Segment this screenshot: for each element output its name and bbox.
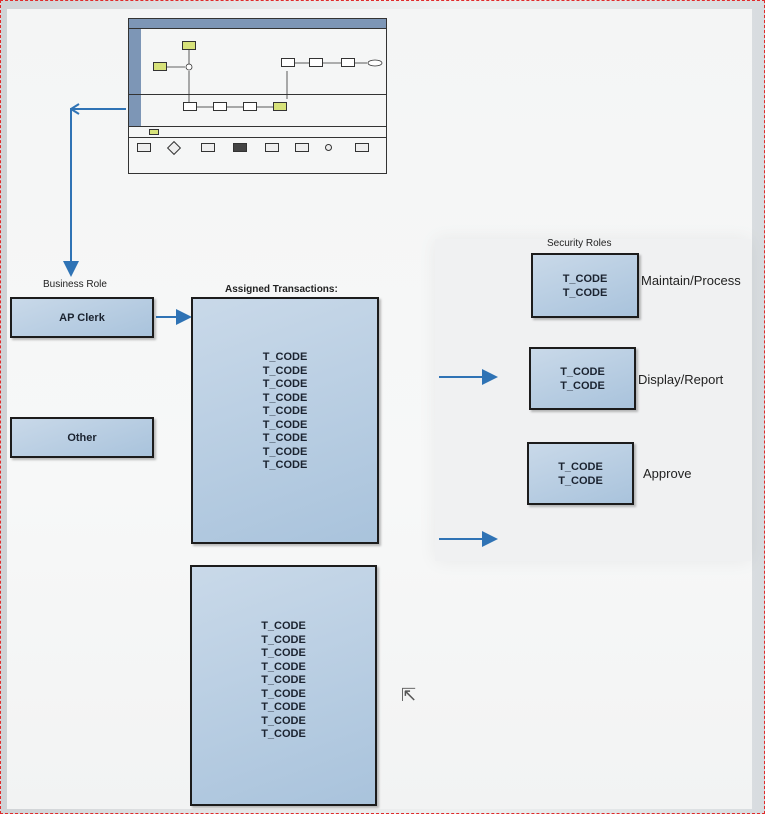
thumbnail-node	[182, 41, 196, 50]
thumbnail-node	[213, 102, 227, 111]
thumbnail-legend-divider	[129, 137, 386, 138]
business-role-heading: Business Role	[43, 279, 107, 290]
process-flow-thumbnail[interactable]	[128, 18, 387, 174]
tcode: T_CODE	[261, 660, 306, 673]
tcode: T_CODE	[562, 272, 608, 285]
thumbnail-node	[153, 62, 167, 71]
role-box-ap-clerk[interactable]: AP Clerk	[10, 297, 154, 338]
legend-system-icon	[233, 143, 247, 152]
thumbnail-lane-label	[129, 29, 141, 94]
tcode: T_CODE	[558, 460, 603, 473]
legend-control-icon	[355, 143, 369, 152]
thumbnail-lane-3	[129, 126, 386, 137]
security-role-label: Display/Report	[638, 372, 724, 387]
thumbnail-node	[183, 102, 197, 111]
tcode: T_CODE	[262, 391, 308, 404]
role-label: AP Clerk	[59, 311, 105, 324]
thumbnail-lane-1	[129, 28, 386, 95]
thumbnail-flow-lines	[167, 49, 383, 108]
security-role-box-approve[interactable]: T_CODE T_CODE	[527, 442, 634, 505]
legend-event-icon	[325, 144, 332, 151]
tcode: T_CODE	[261, 701, 306, 713]
tcode: T_CODE	[261, 714, 306, 727]
tcode: T_CODE	[560, 379, 605, 392]
legend-manual-icon	[265, 143, 279, 152]
tcode: T_CODE	[262, 432, 308, 444]
security-role-label: Approve	[643, 466, 692, 481]
mouse-cursor-icon: ⇱	[401, 685, 417, 705]
tcode: T_CODE	[558, 474, 603, 487]
tcode: T_CODE	[262, 364, 308, 377]
thumbnail-lane-2	[129, 94, 386, 127]
security-role-box-maintain[interactable]: T_CODE T_CODE	[531, 253, 639, 318]
assigned-transactions-heading: Assigned Transactions:	[225, 284, 338, 295]
tcode-list: T_CODE T_CODE T_CODE T_CODE T_CODE T_COD…	[261, 620, 306, 742]
tcode: T_CODE	[262, 378, 308, 390]
tcode: T_CODE	[562, 286, 608, 299]
role-label: Other	[67, 431, 97, 444]
legend-process-icon	[201, 143, 215, 152]
tcode-list: T_CODE T_CODE T_CODE T_CODE T_CODE T_COD…	[263, 351, 308, 473]
legend-report-icon	[295, 143, 309, 152]
transactions-box-1[interactable]: T_CODE T_CODE T_CODE T_CODE T_CODE T_COD…	[191, 297, 379, 544]
tcode: T_CODE	[261, 674, 306, 686]
tcode: T_CODE	[261, 728, 306, 740]
tcode: T_CODE	[262, 405, 308, 417]
thumbnail-node	[341, 58, 355, 67]
role-box-other[interactable]: Other	[10, 417, 154, 458]
tcode: T_CODE	[261, 647, 306, 659]
security-role-label: Maintain/Process	[641, 273, 741, 288]
thumbnail-node	[281, 58, 295, 67]
tcode: T_CODE	[262, 351, 308, 363]
legend-document-icon	[137, 143, 151, 152]
tcode: T_CODE	[261, 633, 306, 646]
tcode: T_CODE	[262, 445, 308, 458]
tcode: T_CODE	[261, 687, 306, 700]
thumbnail-node	[309, 58, 323, 67]
thumbnail-node	[149, 129, 159, 135]
transactions-box-2[interactable]: T_CODE T_CODE T_CODE T_CODE T_CODE T_COD…	[190, 565, 377, 806]
security-role-box-display[interactable]: T_CODE T_CODE	[529, 347, 636, 410]
thumbnail-node	[273, 102, 287, 111]
tcode: T_CODE	[560, 365, 605, 378]
tcode: T_CODE	[262, 459, 308, 471]
tcode: T_CODE	[262, 418, 308, 431]
tcode: T_CODE	[261, 620, 306, 632]
security-roles-heading: Security Roles	[547, 238, 612, 249]
thumbnail-title	[129, 19, 386, 28]
thumbnail-node	[243, 102, 257, 111]
thumbnail-lane-label	[129, 95, 141, 126]
